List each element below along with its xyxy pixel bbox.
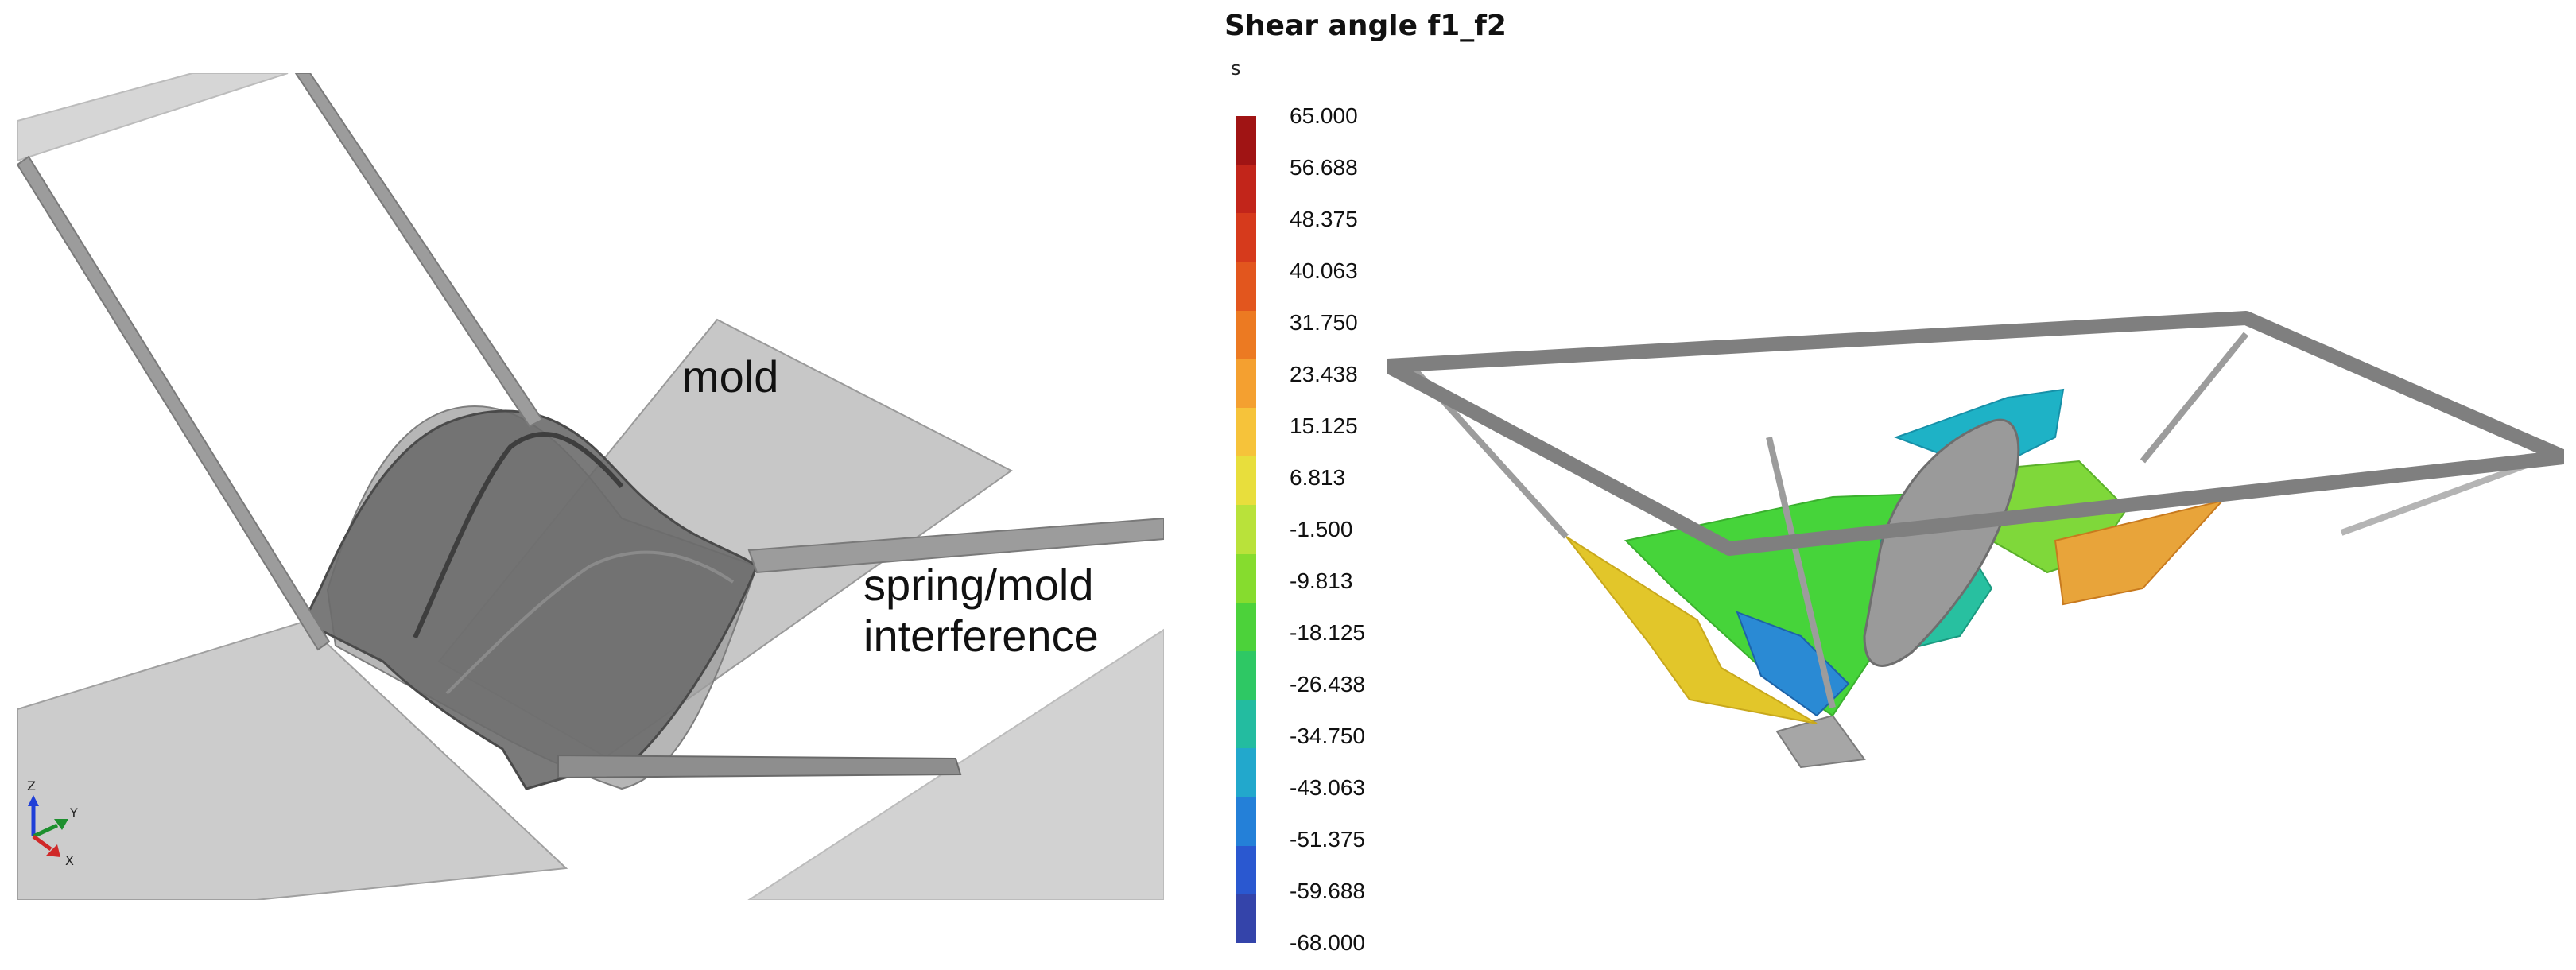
colorbar-tick-label: -34.750 bbox=[1290, 724, 1365, 748]
colorbar-tick-label: 56.688 bbox=[1290, 155, 1358, 180]
base-plate bbox=[17, 620, 568, 900]
fabric-orange-region bbox=[2054, 499, 2225, 606]
axis-triad: Z Y X bbox=[27, 778, 78, 868]
shear-angle-result-drawing bbox=[1387, 311, 2564, 769]
mold-scene-panel: Z Y X mold spring/mold interference bbox=[17, 73, 1164, 900]
mold-scene-drawing: Z Y X bbox=[17, 73, 1164, 900]
lower-plate bbox=[1775, 714, 1866, 769]
axis-y-label: Y bbox=[69, 805, 78, 821]
colorbar-swatch bbox=[1236, 700, 1256, 749]
colorbar-tick-label: 23.438 bbox=[1290, 362, 1358, 386]
colorbar-swatch bbox=[1236, 748, 1256, 797]
colorbar-tick-label: 6.813 bbox=[1290, 465, 1346, 490]
gripper-frame bbox=[1387, 311, 2564, 556]
axis-x-label: X bbox=[65, 853, 74, 868]
colorbar-tick-label: 15.125 bbox=[1290, 413, 1358, 438]
colorbar-ticks: 65.000 56.688 48.375 40.063 31.750 23.438 15.1… bbox=[1290, 103, 1496, 955]
preform-ridge bbox=[413, 432, 624, 639]
colorbar-tick-label: -1.500 bbox=[1290, 517, 1353, 541]
spring-rod-1 bbox=[17, 155, 331, 651]
shear-angle-result-panel bbox=[1387, 302, 2564, 779]
colorbar-unit: s bbox=[1231, 57, 1241, 80]
result-spring-4 bbox=[1766, 436, 1836, 708]
result-spring-2 bbox=[2140, 332, 2249, 464]
colorbar-swatch bbox=[1236, 602, 1256, 651]
interference-label-line2: interference bbox=[863, 611, 1099, 662]
colorbar-swatch bbox=[1236, 359, 1256, 409]
colorbar-tick-label: 48.375 bbox=[1290, 207, 1358, 231]
spring-rod-4 bbox=[557, 754, 962, 779]
colorbar-tick-label: -68.000 bbox=[1290, 930, 1365, 955]
colorbar-swatch bbox=[1236, 650, 1256, 700]
colorbar-swatch bbox=[1236, 505, 1256, 554]
colorbar-swatch bbox=[1236, 116, 1256, 165]
colorbar-tick-label: -59.688 bbox=[1290, 879, 1365, 903]
mold-label: mold bbox=[682, 351, 779, 402]
colorbar-tick-label: -26.438 bbox=[1290, 672, 1365, 696]
colorbar-tick-label: -51.375 bbox=[1290, 827, 1365, 852]
colorbar-strip bbox=[1236, 116, 1256, 943]
preform bbox=[301, 409, 758, 790]
colorbar-swatch bbox=[1236, 456, 1256, 506]
preform-fold bbox=[445, 550, 735, 695]
spring-mold-interference-label: spring/mold interference bbox=[863, 560, 1099, 662]
spring-rod-3 bbox=[747, 517, 1164, 574]
spring-rod-2 bbox=[294, 73, 544, 428]
colorbar-swatch bbox=[1236, 310, 1256, 359]
colorbar-swatch bbox=[1236, 165, 1256, 214]
colorbar-tick-label: -9.813 bbox=[1290, 568, 1353, 593]
colorbar-swatch bbox=[1236, 553, 1256, 603]
colorbar-swatch bbox=[1236, 408, 1256, 457]
colorbar-tick-label: 65.000 bbox=[1290, 103, 1358, 128]
colorbar-swatch bbox=[1236, 213, 1256, 262]
upper-plate bbox=[17, 73, 289, 162]
colorbar-legend: Shear angle f1_f2 s 65.000 56.688 48.375 40… bbox=[1224, 0, 1511, 970]
colorbar-swatch bbox=[1236, 262, 1256, 311]
colorbar-title: Shear angle f1_f2 bbox=[1224, 10, 1507, 42]
axis-z-label: Z bbox=[27, 778, 36, 793]
colorbar-tick-label: -43.063 bbox=[1290, 775, 1365, 800]
colorbar-swatch bbox=[1236, 797, 1256, 846]
colorbar-tick-label: 40.063 bbox=[1290, 258, 1358, 283]
colorbar-tick-label: 31.750 bbox=[1290, 310, 1358, 335]
colorbar-swatch bbox=[1236, 894, 1256, 943]
wave-mold bbox=[1863, 418, 2020, 667]
colorbar-tick-label: -18.125 bbox=[1290, 620, 1365, 645]
interference-label-line1: spring/mold bbox=[863, 560, 1094, 610]
fabric-yellow-region bbox=[1565, 536, 1818, 724]
colorbar-swatch bbox=[1236, 845, 1256, 894]
